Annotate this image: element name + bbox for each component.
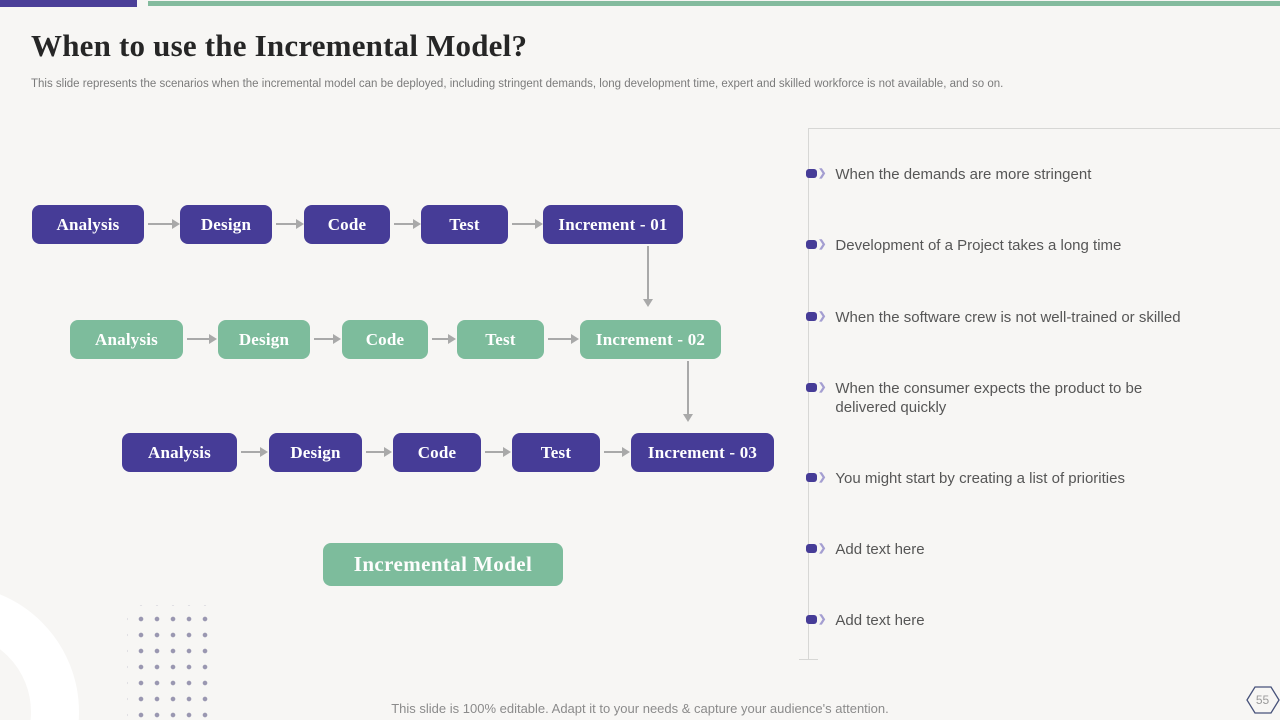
step-box-design-3[interactable]: Design [269, 433, 362, 472]
list-item: ❯ When the software crew is not well-tra… [806, 308, 1256, 327]
arrow-right-icon [512, 219, 543, 229]
step-box-analysis-3[interactable]: Analysis [122, 433, 237, 472]
arrow-right-icon [187, 334, 217, 344]
arrow-right-icon [241, 447, 268, 457]
arrow-right-icon [604, 447, 630, 457]
list-item-text: Add text here [835, 612, 925, 629]
list-item-text: You might start by creating a list of pr… [835, 470, 1125, 487]
panel-bottom-tick [799, 659, 818, 660]
arrow-right-icon [148, 219, 180, 229]
decorative-ring [0, 585, 79, 720]
bullet-arrow-icon: ❯ [806, 544, 826, 554]
page-number: 55 [1255, 693, 1270, 707]
list-item: ❯ When the demands are more stringent [806, 165, 1256, 184]
arrow-right-icon [366, 447, 392, 457]
arrow-right-icon [432, 334, 456, 344]
bullet-arrow-icon: ❯ [806, 615, 826, 625]
step-box-code-1[interactable]: Code [304, 205, 390, 244]
panel-side-divider [808, 128, 809, 660]
arrow-down-icon [683, 361, 693, 422]
bullet-arrow-icon: ❯ [806, 169, 826, 179]
list-item: ❯ You might start by creating a list of … [806, 469, 1256, 488]
step-box-increment-02[interactable]: Increment - 02 [580, 320, 721, 359]
list-item-text: When the consumer expects the product to… [835, 380, 1143, 416]
bullet-arrow-icon: ❯ [806, 240, 826, 250]
arrow-right-icon [485, 447, 511, 457]
step-box-test-1[interactable]: Test [421, 205, 508, 244]
list-item-text: When the demands are more stringent [835, 166, 1092, 183]
step-box-code-3[interactable]: Code [393, 433, 481, 472]
step-box-design-2[interactable]: Design [218, 320, 310, 359]
arrow-right-icon [548, 334, 579, 344]
step-box-test-2[interactable]: Test [457, 320, 544, 359]
bullet-arrow-icon: ❯ [806, 383, 826, 393]
top-accent-green [148, 1, 1280, 6]
step-box-test-3[interactable]: Test [512, 433, 600, 472]
step-box-increment-03[interactable]: Increment - 03 [631, 433, 774, 472]
hexagon-icon [1246, 686, 1280, 714]
step-box-increment-01[interactable]: Increment - 01 [543, 205, 683, 244]
arrow-right-icon [394, 219, 421, 229]
page-number-badge: 55 [1246, 685, 1280, 715]
list-item: ❯ Add text here [806, 540, 1256, 559]
panel-top-divider [808, 128, 1280, 129]
arrow-down-icon [643, 246, 653, 307]
step-box-code-2[interactable]: Code [342, 320, 428, 359]
top-accent-purple [0, 0, 137, 7]
bullet-arrow-icon: ❯ [806, 312, 826, 322]
list-item: ❯ When the consumer expects the product … [806, 379, 1176, 417]
list-item-text: When the software crew is not well-train… [835, 309, 1181, 326]
bullet-arrow-icon: ❯ [806, 473, 826, 483]
list-item-text: Add text here [835, 541, 925, 558]
page-title: When to use the Incremental Model? [31, 28, 528, 63]
step-box-analysis-1[interactable]: Analysis [32, 205, 144, 244]
arrow-right-icon [276, 219, 304, 229]
diagram-caption[interactable]: Incremental Model [323, 543, 563, 586]
decorative-dot-grid [127, 605, 209, 720]
step-box-analysis-2[interactable]: Analysis [70, 320, 183, 359]
footer-note: This slide is 100% editable. Adapt it to… [391, 701, 889, 716]
arrow-right-icon [314, 334, 341, 344]
list-item: ❯ Development of a Project takes a long … [806, 236, 1256, 255]
list-item-text: Development of a Project takes a long ti… [835, 237, 1122, 254]
step-box-design-1[interactable]: Design [180, 205, 272, 244]
list-item: ❯ Add text here [806, 611, 1256, 630]
page-subtitle: This slide represents the scenarios when… [31, 78, 1004, 90]
